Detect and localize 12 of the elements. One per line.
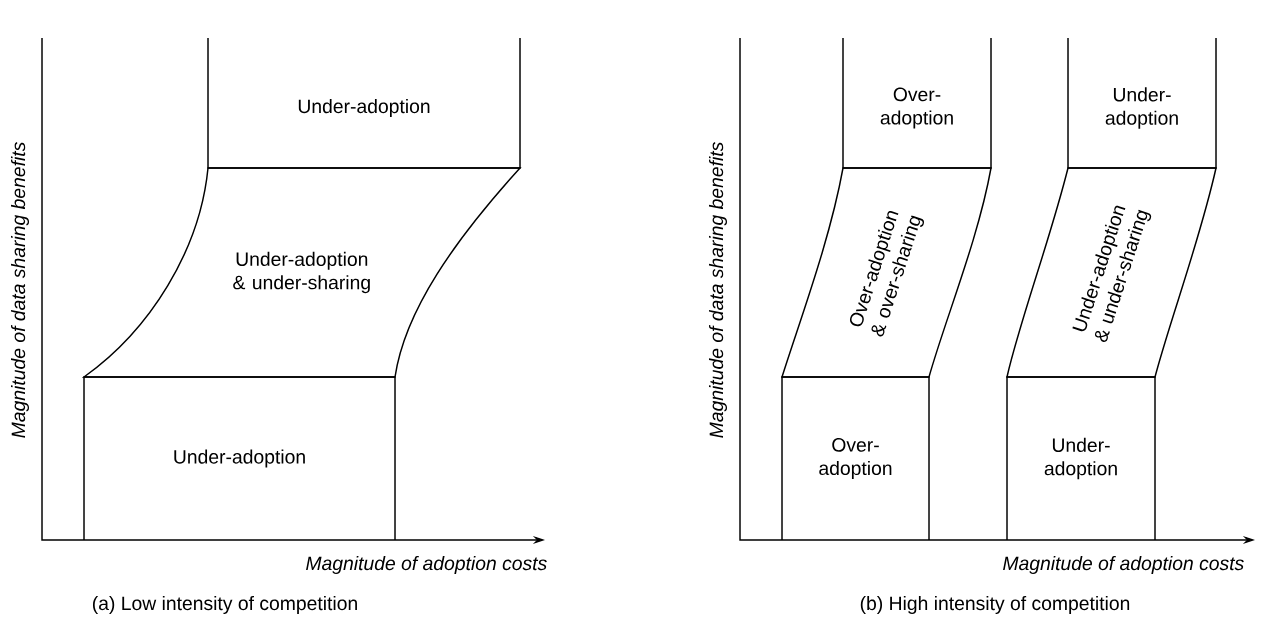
caption: (a) Low intensity of competition xyxy=(92,596,357,614)
region: Under-adoption xyxy=(83,376,396,541)
axis-label: Magnitude of adoption costs xyxy=(306,556,547,574)
axis-label: Magnitude of data sharing benefits xyxy=(709,142,727,438)
region: Under-adoption xyxy=(207,37,521,169)
caption: (b) High intensity of competition xyxy=(860,596,1130,614)
region: Under-adoption & under-sharing xyxy=(83,167,521,378)
region: Under-adoption xyxy=(1067,37,1217,169)
axis-label: Magnitude of data sharing benefits xyxy=(11,142,29,438)
region: Over-adoption xyxy=(781,376,930,541)
region: Over-adoption xyxy=(842,37,992,169)
region: Under-adoption xyxy=(1006,376,1156,541)
